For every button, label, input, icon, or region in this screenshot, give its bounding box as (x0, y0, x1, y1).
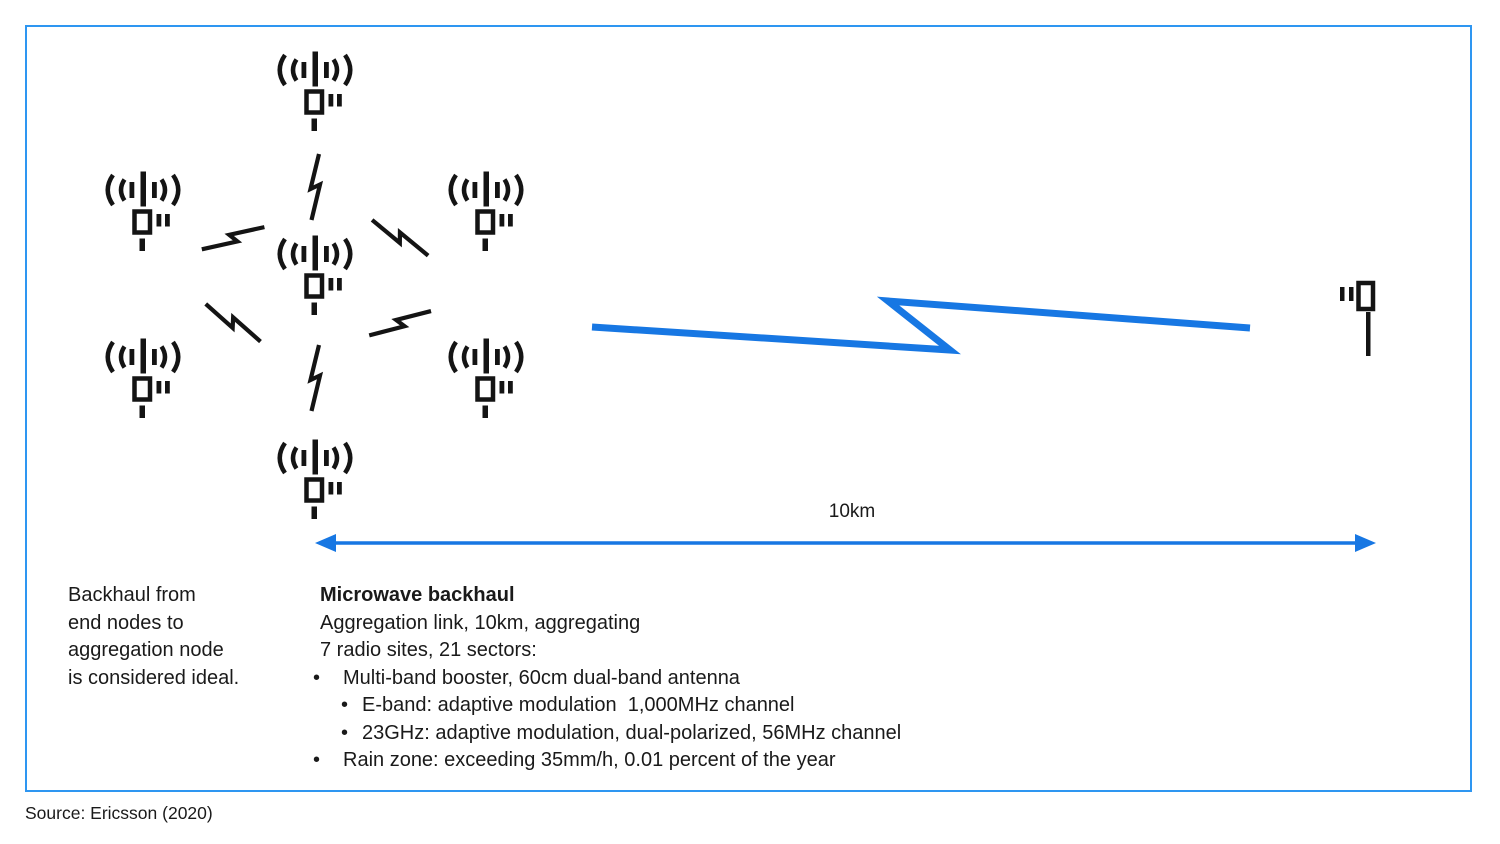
radio-tower-icon-center (280, 236, 351, 316)
radio-tower-icon-upper-right (451, 172, 522, 252)
bullet-item: Rain zone: exceeding 35mm/h, 0.01 percen… (313, 747, 901, 775)
radio-tower-icon-top (280, 52, 351, 132)
lightning-bolt-icon-top (311, 154, 321, 220)
distance-label: 10km (828, 501, 876, 522)
source-caption: Source: Ericsson (2020) (25, 803, 213, 823)
note-title: Microwave backhaul (320, 584, 515, 606)
remote-antenna-icon (1340, 280, 1376, 356)
note-subtitle: Aggregation link, 10km, aggregating 7 ra… (320, 611, 641, 662)
radio-tower-icon-upper-left (108, 172, 179, 252)
bullet-item: 23GHz: adaptive modulation, dual-polariz… (320, 720, 901, 748)
double-headed-arrow-icon (315, 534, 1376, 552)
lightning-bolt-icon-bottom (311, 345, 321, 411)
figure-frame (25, 25, 1472, 792)
lightning-bolt-icon-upper-right (368, 219, 431, 256)
radio-tower-icon-lower-left (108, 339, 179, 419)
lightning-bolt-icon-lower-right (369, 304, 432, 343)
bullet-item: E-band: adaptive modulation 1,000MHz cha… (320, 692, 901, 720)
lightning-bolt-icon-upper-left (201, 219, 264, 256)
microwave-link-zigzag-icon (591, 296, 1251, 355)
radio-tower-icon-lower-right (451, 339, 522, 419)
microwave-backhaul-note: Microwave backhaul Aggregation link, 10k… (313, 582, 901, 775)
left-annotation: Backhaul from end nodes to aggregation n… (68, 584, 240, 689)
radio-tower-icon-bottom (280, 440, 351, 520)
bullet-item: Multi-band booster, 60cm dual-band anten… (313, 665, 901, 693)
lightning-bolt-icon-lower-left (202, 303, 265, 342)
